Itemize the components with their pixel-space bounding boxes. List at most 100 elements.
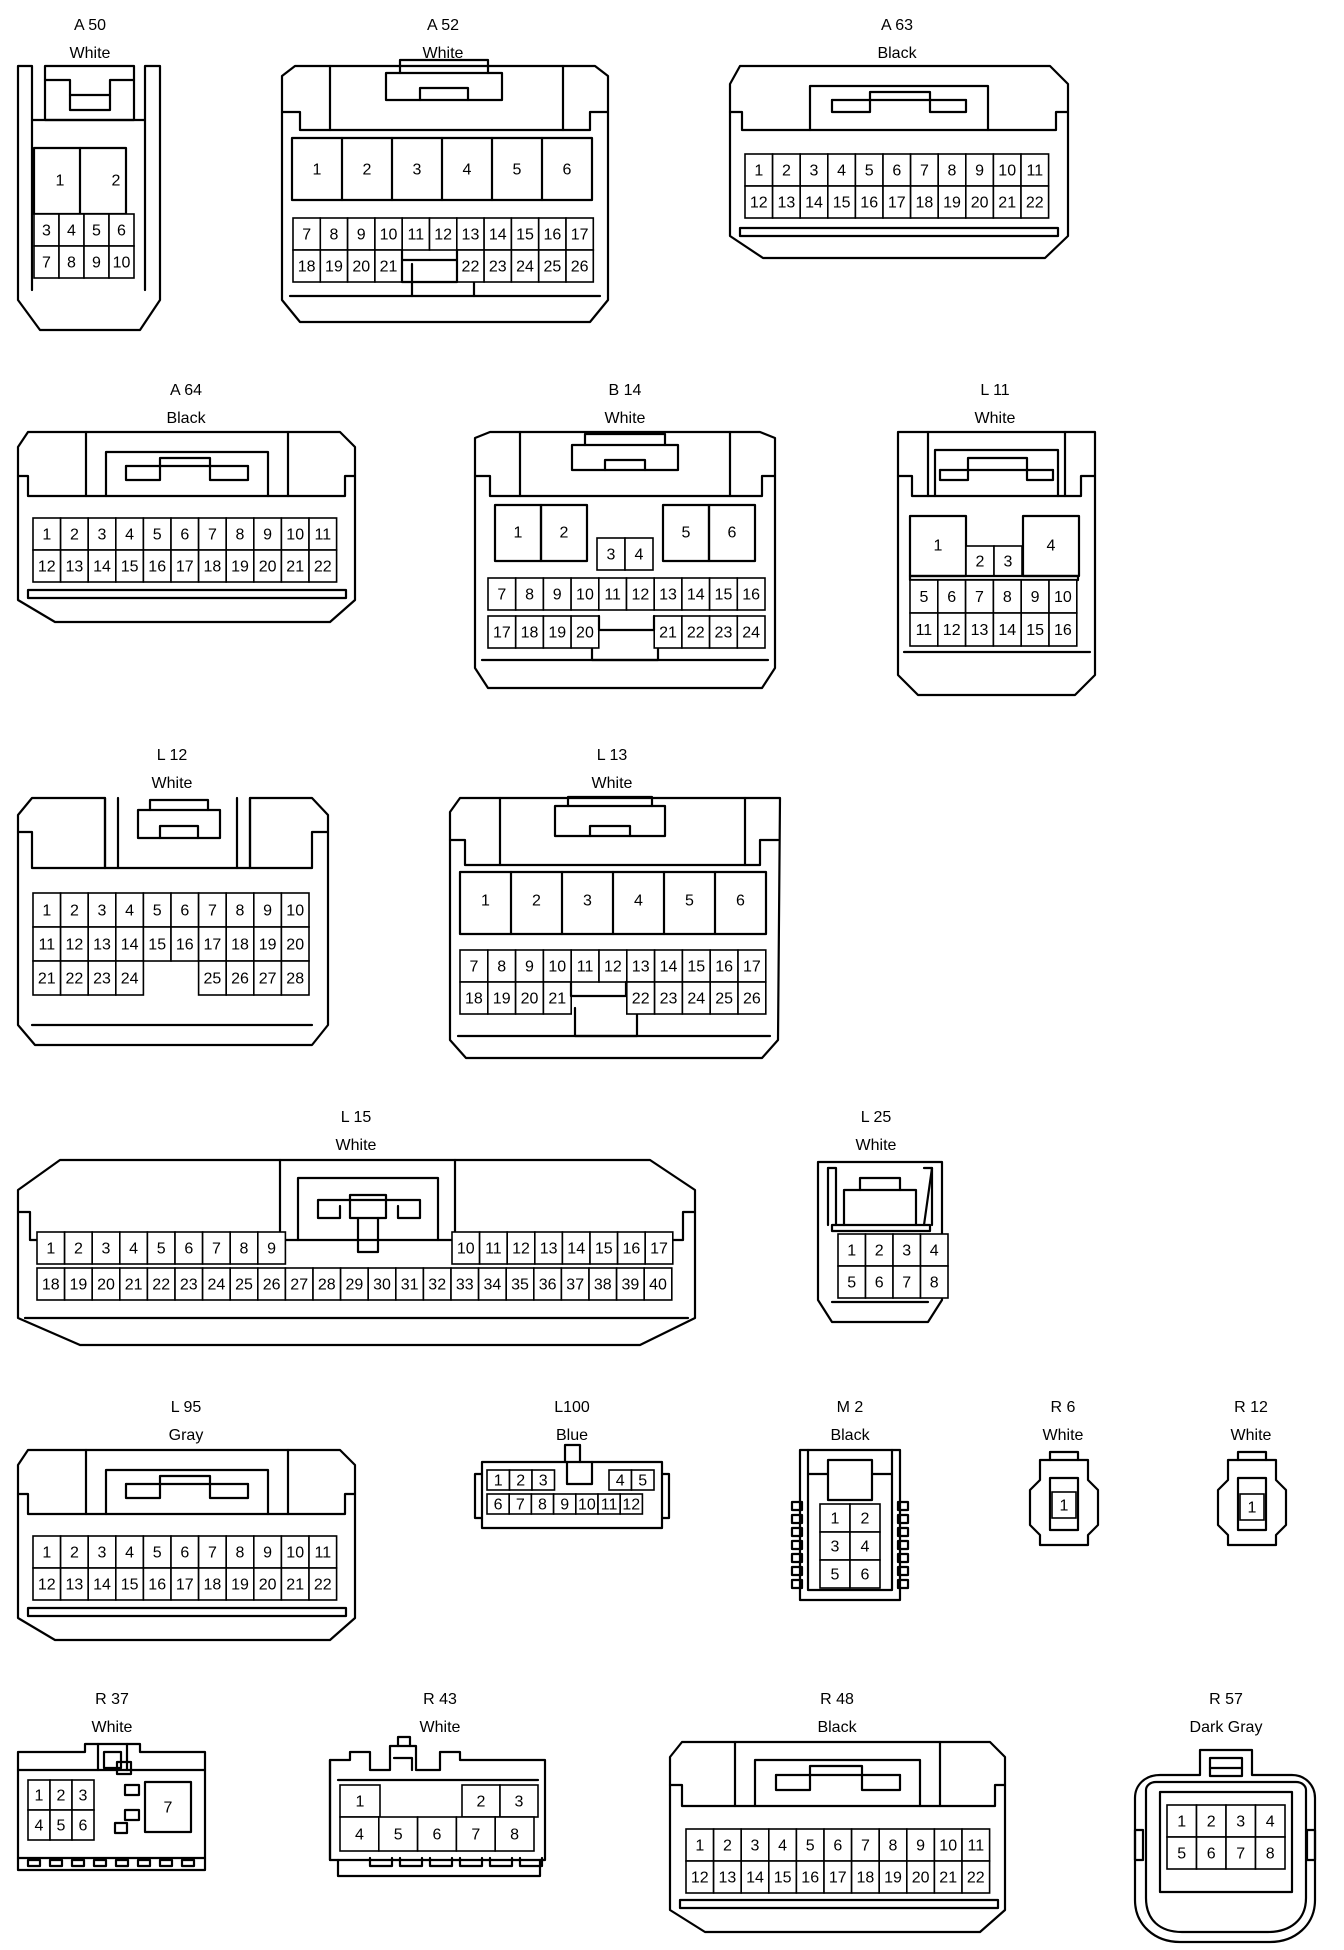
pin-number: 15 [595,1241,613,1258]
pin-number: 22 [314,1577,332,1594]
pin-number: 11 [1026,163,1043,180]
pin-cell [256,1267,287,1301]
pin-cell [850,1860,880,1894]
pin-number: 1 [847,1243,856,1260]
connector-color: White [420,1719,461,1736]
pin-cell [450,1267,480,1301]
pin-number: 1 [1248,1500,1257,1517]
pin-cell [993,545,1023,577]
pin-number: 24 [687,991,705,1008]
pin-number: 2 [516,1473,525,1490]
pin-number: 25 [543,259,561,276]
pin-number: 18 [42,1277,60,1294]
pin-number: 1 [1177,1814,1186,1831]
pin-number: 15 [121,1577,139,1594]
pin-number: 6 [180,527,189,544]
svg-text:4: 4 [634,893,643,910]
pin-number: 10 [380,227,398,244]
pin-number: 3 [751,1838,760,1855]
pin-number: 8 [240,1241,249,1258]
connector-id: L 11 [980,382,1009,399]
pin-number: 18 [465,991,483,1008]
pin-number: 1 [46,1241,55,1258]
pin-number: 16 [801,1870,819,1887]
pin-number: 25 [204,971,222,988]
pin-number: 18 [857,1870,875,1887]
pin-cell [87,960,117,996]
pin-number: 4 [930,1243,939,1260]
pin-cell [795,1860,825,1894]
pin-number: 1 [42,903,51,920]
pin-cell [108,213,135,247]
pin-cell [505,1267,535,1301]
pin-number: 8 [1003,589,1012,606]
svg-text:3: 3 [583,893,592,910]
pin-cell [292,217,322,251]
pin-cell [570,949,600,983]
pin-number: 3 [1236,1814,1245,1831]
pin-number: 4 [67,223,76,240]
pin-number: 6 [1207,1846,1216,1863]
pin-number: 24 [516,259,534,276]
pin-number: 7 [208,903,217,920]
pin-number: 21 [125,1277,143,1294]
pin-number: 19 [884,1870,902,1887]
pin-number: 2 [70,527,79,544]
pin-cell [142,549,172,583]
pin-number: 5 [1177,1846,1186,1863]
connector-color: Gray [169,1427,204,1444]
pin-cell [1051,1491,1077,1519]
pin-number: 8 [67,255,76,272]
pin-number: 2 [976,554,985,571]
svg-text:6: 6 [736,893,745,910]
pin-cell [367,1267,397,1301]
pin-number: 15 [121,559,139,576]
pin-number: 5 [806,1838,815,1855]
pin-number: 21 [286,1577,304,1594]
pin-cell [87,1567,117,1601]
pin-cell [225,549,255,583]
svg-text:1: 1 [56,173,65,190]
pin-number: 5 [865,163,874,180]
pin-cell [280,1567,310,1601]
svg-text:1: 1 [313,162,322,179]
pin-cell [374,249,403,283]
pin-number: 2 [875,1243,884,1260]
pin-number: 27 [259,971,277,988]
pin-number: 12 [943,622,961,639]
svg-text:5: 5 [685,893,694,910]
connector-id: L 12 [157,747,188,764]
connector-color: White [70,45,111,62]
pin-number: 19 [231,1577,249,1594]
pin-number: 9 [92,255,101,272]
svg-text:3: 3 [413,162,422,179]
pin-cell [823,1828,853,1862]
connector-id: R 12 [1234,1399,1268,1416]
pin-number: 8 [525,587,534,604]
pin-number: 12 [604,959,622,976]
pin-number: 2 [57,1788,66,1805]
pin-number: 9 [553,587,562,604]
svg-text:1: 1 [514,525,523,542]
pin-number: 21 [659,625,677,642]
pin-number: 18 [298,259,316,276]
svg-text:6: 6 [728,525,737,542]
pin-cell [537,249,567,283]
pin-number: 26 [231,971,249,988]
pin-cell [919,1265,949,1299]
pin-number: 1 [42,1545,51,1562]
pin-number: 5 [919,589,928,606]
pin-number: 10 [286,527,304,544]
pin-number: 4 [129,1241,138,1258]
pin-number: 12 [38,559,56,576]
pin-number: 11 [38,937,55,954]
pin-cell [83,213,110,247]
pin-cell [1254,1836,1286,1870]
pin-cell [964,153,995,187]
pin-number: 11 [314,527,331,544]
pin-number: 38 [594,1277,612,1294]
pin-number: 3 [515,1794,524,1811]
